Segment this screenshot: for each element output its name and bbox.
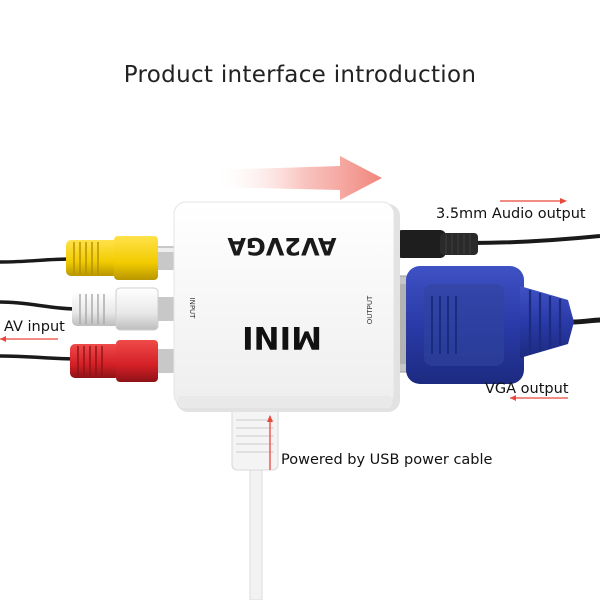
rca-white-plug	[72, 287, 176, 331]
rca-yellow-plug	[66, 236, 178, 280]
vga-plug	[387, 266, 574, 384]
vga-output-label: VGA output	[485, 381, 569, 397]
audio-cable	[384, 230, 600, 258]
converter-box: AV2VGA MINI INPUT OUTPUT	[173, 201, 400, 412]
usb-cable	[231, 405, 279, 600]
direction-arrow	[212, 156, 382, 200]
audio-output-label: 3.5mm Audio output	[436, 206, 586, 222]
input-port-label: INPUT	[188, 298, 196, 320]
av-input-label: AV input	[4, 319, 65, 335]
rca-cables	[0, 257, 79, 361]
callout-arrows	[0, 198, 568, 470]
output-port-label: OUTPUT	[366, 295, 374, 324]
usb-power-label: Powered by USB power cable	[281, 452, 493, 468]
rca-red-plug	[70, 340, 176, 382]
device-series-text: MINI	[242, 319, 322, 355]
page-title: Product interface introduction	[123, 62, 477, 88]
device-model-text: AV2VGA	[227, 232, 336, 260]
vga-cable	[571, 317, 600, 325]
